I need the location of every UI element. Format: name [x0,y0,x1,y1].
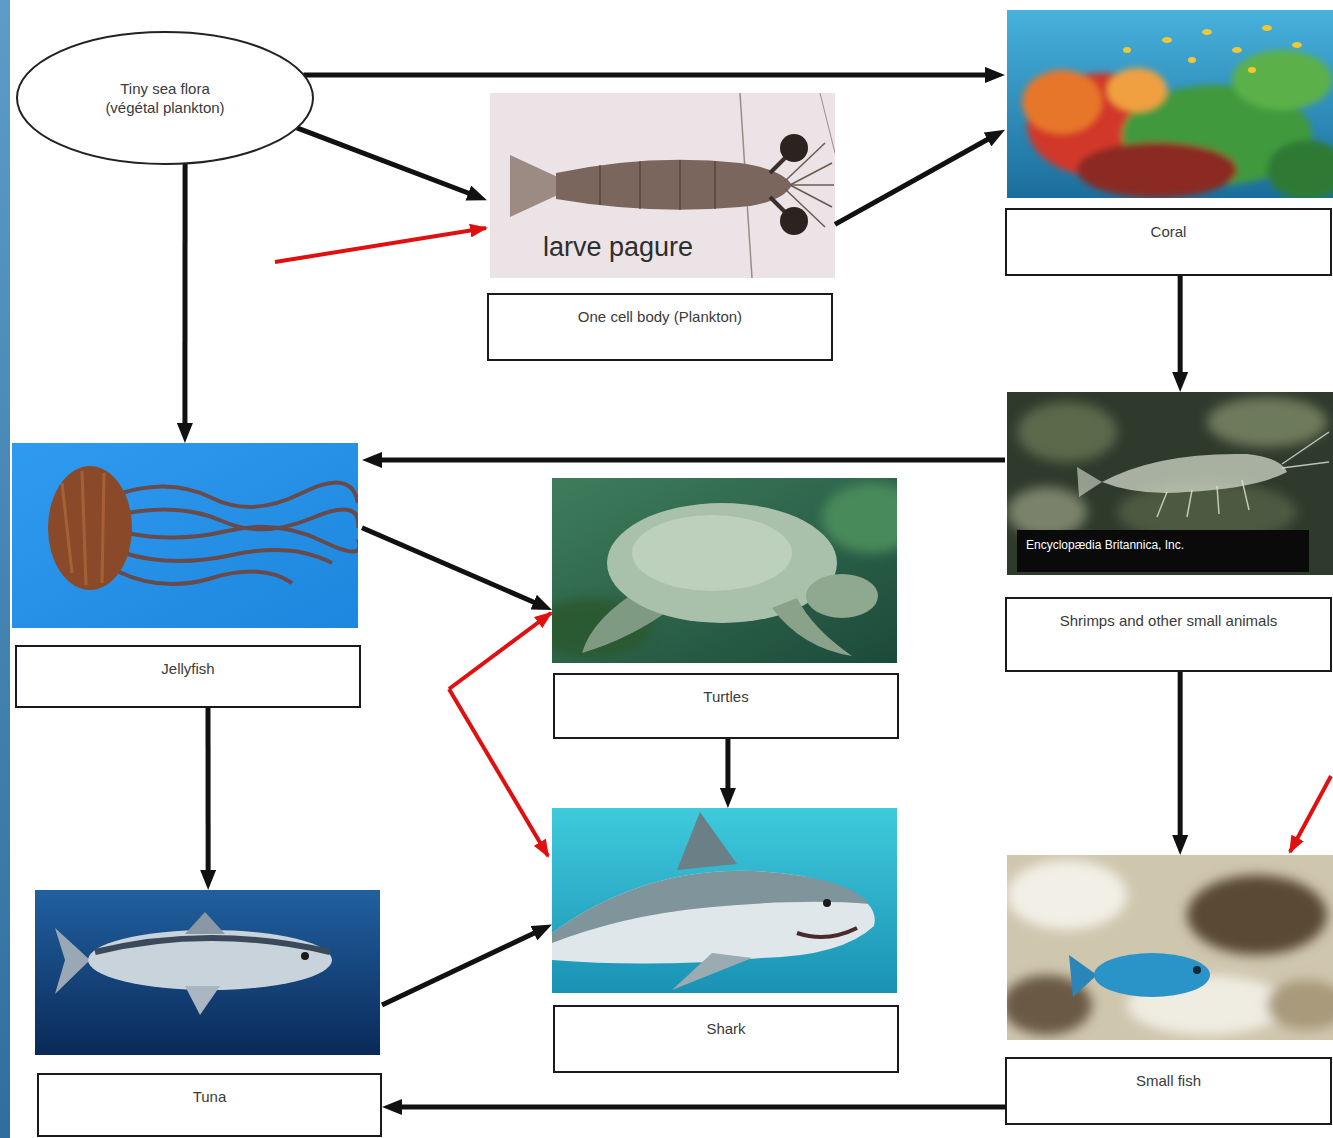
food-arrow [1178,276,1183,376]
label-box: Shark [553,1005,899,1073]
pointer-arrow [1290,776,1331,852]
food-arrow [398,1104,1005,1109]
node-label: Coral [1017,222,1320,242]
label-box: Coral [1005,208,1332,276]
food-arrow [1178,672,1183,839]
shark-photo [552,808,897,993]
food-arrow [304,72,989,77]
shrimp-photo [1007,392,1333,575]
organism-node: Coral [1005,10,1333,276]
label-box: One cell body (Plankton) [487,293,833,361]
label-box: Shrimps and other small animals [1005,597,1332,672]
node-label: Turtles [565,687,887,707]
node-label: Small fish [1017,1071,1320,1091]
node-label: Shrimps and other small animals [1017,611,1320,631]
pointer-arrow [275,228,486,262]
node-label: Tiny sea flora (végétal plankton) [100,79,230,118]
producer-ellipse: Tiny sea flora (végétal plankton) [15,30,315,166]
coral-photo [1007,10,1333,200]
node-label: Tuna [49,1087,370,1107]
food-arrow [378,457,1005,462]
small-fish-photo [1002,855,1333,1040]
organism-node: Jellyfish [12,443,362,708]
ellipse-shape [17,32,313,164]
jellyfish-photo [12,443,360,628]
label-box: Tuna [37,1073,382,1137]
pointer-arrows [275,228,1331,856]
sea-strip [0,0,10,1138]
turtle-photo [532,478,922,663]
pointer-arrow [449,613,551,689]
food-arrow [382,931,538,1005]
food-arrow [835,137,991,224]
organism-node: Small fish [1005,855,1333,1125]
pointer-arrow [449,689,548,856]
food-arrow [297,128,472,195]
node-label: One cell body (Plankton) [499,307,821,327]
food-arrow [206,708,211,874]
organism-node: One cell body (Plankton) [487,93,835,361]
organism-node: Turtles [552,478,899,739]
photo-caption: larve pagure [543,232,693,263]
larva-photo [490,93,835,278]
ellipse-outline [15,30,315,166]
organism-node: Shark [552,808,899,1073]
food-arrow [725,739,730,792]
label-box: Jellyfish [15,645,361,708]
food-arrow [182,163,187,427]
organism-node: Shrimps and other small animals [1005,392,1333,672]
food-arrow [362,528,537,604]
node-label: Jellyfish [27,659,349,679]
node-label: Shark [565,1019,887,1039]
photo-credit: Encyclopædia Britannica, Inc. [1022,536,1188,554]
label-box: Turtles [553,673,899,739]
label-box: Small fish [1005,1057,1332,1125]
tuna-photo [35,890,380,1055]
organism-node: Tuna [35,890,382,1138]
ellipse-content: Tiny sea flora (végétal plankton) [15,30,315,166]
